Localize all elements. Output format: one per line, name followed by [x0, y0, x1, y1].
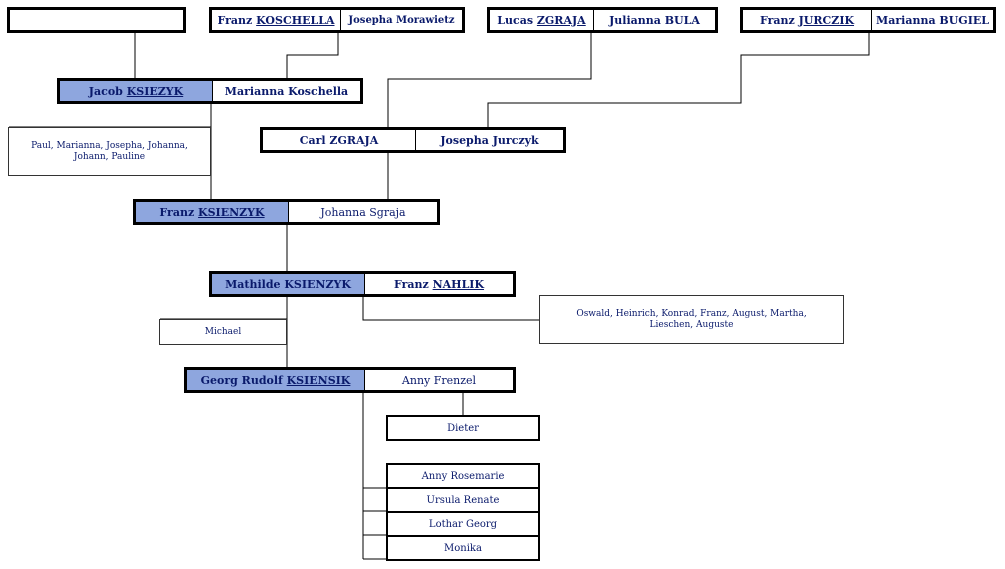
siblings-line-1: Oswald, Heinrich, Konrad, Franz, August,…: [576, 308, 807, 319]
mathilde-siblings-box: Michael: [159, 319, 287, 345]
first-name: Franz: [159, 205, 195, 219]
nahlik-children-box: Oswald, Heinrich, Konrad, Franz, August,…: [539, 295, 844, 344]
person-anny-frenzel: Anny Frenzel: [364, 370, 513, 390]
franz-ksienzyk-couple-box: Franz KSIENZYK Johanna Sgraja: [133, 199, 440, 225]
child-anny-rosemarie: Anny Rosemarie: [386, 463, 540, 489]
jacob-children-box: Paul, Marianna, Josepha, Johanna, Johann…: [8, 127, 211, 176]
unknown-person: [10, 10, 183, 30]
person-josepha-morawietz: Josepha Morawietz: [340, 10, 462, 30]
surname-link-ksiezyk[interactable]: KSIEZYK: [126, 84, 184, 98]
child-monika: Monika: [386, 535, 540, 561]
carl-couple-box: Carl ZGRAJA Josepha Jurczyk: [260, 127, 566, 153]
siblings-line-2: Lieschen, Auguste: [649, 319, 734, 330]
first-name: Franz: [217, 13, 253, 27]
koschella-couple-box: Franz KOSCHELLA Josepha Morawietz: [209, 7, 465, 33]
siblings-line-1: Paul, Marianna, Josepha, Johanna,: [31, 140, 188, 151]
person-julianna-bula: Julianna BULA: [593, 10, 715, 30]
person-mathilde-ksienzyk: Mathilde KSIENZYK: [212, 274, 364, 294]
first-name: Franz: [393, 277, 429, 291]
person-josepha-jurczyk: Josepha Jurczyk: [415, 130, 563, 150]
surname-link-nahlik[interactable]: NAHLIK: [432, 277, 485, 291]
jacob-couple-box: Jacob KSIEZYK Marianna Koschella: [57, 78, 363, 104]
person-johanna-sgraja: Johanna Sgraja: [288, 202, 437, 222]
person-franz-ksienzyk: Franz KSIENZYK: [136, 202, 288, 222]
person-jacob-ksiezyk: Jacob KSIEZYK: [60, 81, 212, 101]
unknown-couple-box: [7, 7, 186, 33]
jurczik-couple-box: Franz JURCZIK Marianna BUGIEL: [740, 7, 996, 33]
first-name: Lucas: [497, 13, 534, 27]
georg-couple-box: Georg Rudolf KSIENSIK Anny Frenzel: [184, 367, 516, 393]
person-georg-rudolf-ksiensik: Georg Rudolf KSIENSIK: [187, 370, 364, 390]
surname-link-zgraja[interactable]: ZGRAJA: [536, 13, 586, 27]
siblings-line-2: Johann, Pauline: [73, 151, 146, 162]
surname-link-ksiensik[interactable]: KSIENSIK: [286, 373, 351, 387]
person-franz-nahlik: Franz NAHLIK: [364, 274, 513, 294]
child-lothar-georg: Lothar Georg: [386, 511, 540, 537]
person-franz-koschella: Franz KOSCHELLA: [212, 10, 340, 30]
first-name: Jacob: [88, 84, 123, 98]
child-ursula-renate: Ursula Renate: [386, 487, 540, 513]
first-name: Georg Rudolf: [200, 373, 283, 387]
person-franz-jurczik: Franz JURCZIK: [743, 10, 871, 30]
surname-link-ksienzyk[interactable]: KSIENZYK: [198, 205, 265, 219]
person-marianna-koschella: Marianna Koschella: [212, 81, 360, 101]
mathilde-couple-box: Mathilde KSIENZYK Franz NAHLIK: [209, 271, 516, 297]
person-lucas-zgraja: Lucas ZGRAJA: [490, 10, 593, 30]
surname-link-koschella[interactable]: KOSCHELLA: [256, 13, 335, 27]
first-name: Franz: [759, 13, 795, 27]
child-dieter: Dieter: [386, 415, 540, 441]
person-carl-zgraja: Carl ZGRAJA: [299, 133, 379, 147]
sibling-michael: Michael: [204, 326, 242, 337]
person-marianna-bugiel: Marianna BUGIEL: [871, 10, 993, 30]
zgraja-lucas-couple-box: Lucas ZGRAJA Julianna BULA: [487, 7, 718, 33]
surname-link-jurczik[interactable]: JURCZIK: [798, 13, 855, 27]
